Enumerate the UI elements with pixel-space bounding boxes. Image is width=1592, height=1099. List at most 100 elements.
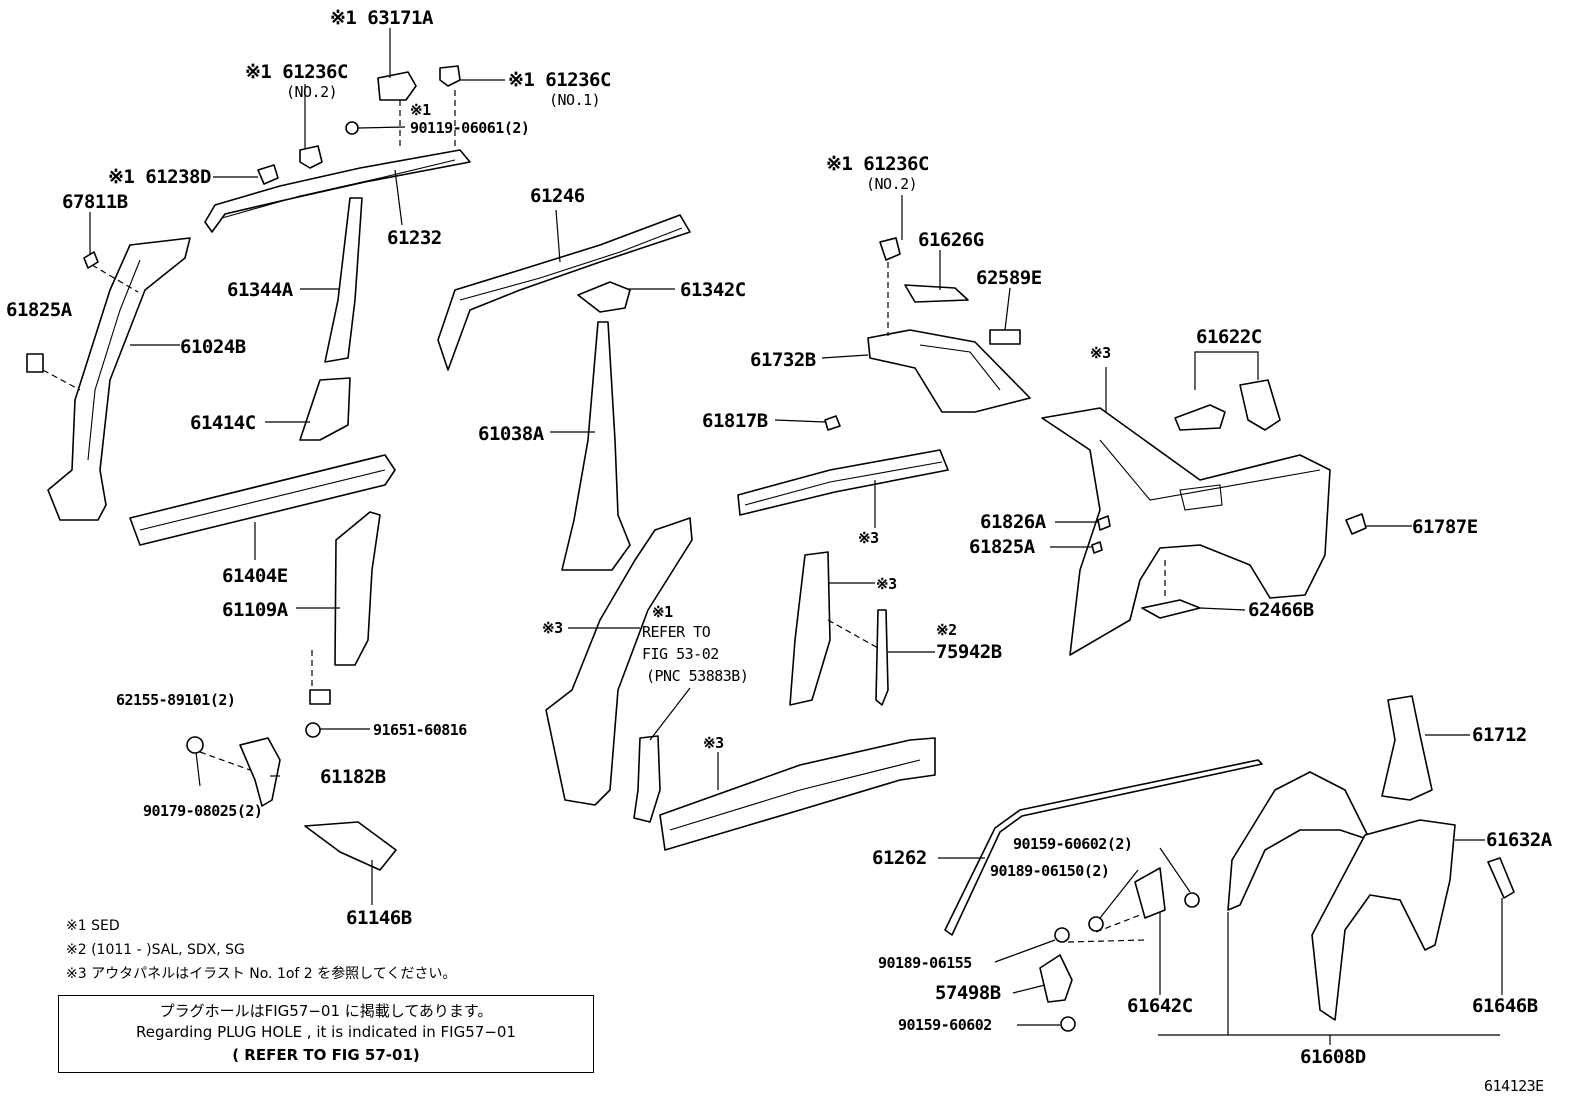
label-refer-3: (PNC 53883B) [646,667,749,685]
pad-61826A [1097,515,1111,531]
bolt-90159-a [1184,892,1200,908]
figure-id: 614123E [1484,1077,1544,1095]
front-pillar-61024B [47,237,191,521]
label-61608D: 61608D [1300,1046,1366,1068]
label-90159-b: 90159-60602 [898,1016,992,1034]
center-pillar-lower-61109A [334,511,381,666]
sealer-62466B [1141,599,1201,619]
label-refer-2: FIG 53-02 [642,645,719,663]
rocker-outer-x3 [659,737,936,851]
rail-x3 [737,449,949,516]
label-67811B: 67811B [62,191,128,213]
label-90159-a: 90159-60602(2) [1013,835,1133,853]
note-x1: ※1 SED [66,918,120,934]
label-61817B: 61817B [702,410,768,432]
bracket-63171A [377,71,417,101]
label-61024B: 61024B [180,336,246,358]
note-x3: ※3 アウタパネルはイラスト No. 1of 2 を参照してください。 [66,966,457,982]
dashed-guides [42,90,1166,943]
label-90119: 90119-06061(2) [410,119,530,137]
label-61622C: 61622C [1196,326,1262,348]
label-61236C-rear-sub: (NO.2) [866,175,918,193]
label-61236C-no2-sub: (NO.2) [286,83,338,101]
bracket-61626G [904,284,969,303]
wheelhouse-outer-61632A [1311,819,1456,1021]
label-61236C-no1: ※1 61236C [508,69,611,91]
label-61826A: 61826A [980,511,1046,533]
label-62155: 62155-89101(2) [116,691,236,709]
label-62466B: 62466B [1248,599,1314,621]
label-61642C: 61642C [1127,995,1193,1017]
c-pillar-x3 [789,551,831,706]
moulding-75942B [875,609,889,706]
label-61825A-right: 61825A [969,536,1035,558]
label-61262: 61262 [872,847,927,869]
label-75942B: 75942B [936,641,1002,663]
bolt-90119 [345,121,359,135]
rocker-inner-61404E [129,454,396,546]
plug-notice-line3: ( REFER TO FIG 57-01) [232,1046,420,1064]
label-61342C: 61342C [680,279,746,301]
plug-62155 [309,689,331,705]
label-61632A: 61632A [1486,829,1552,851]
label-61182B: 61182B [320,766,386,788]
label-61232: 61232 [387,227,442,249]
gusset-61622C-a [1174,404,1226,431]
brace-61414C [299,377,351,441]
label-61344A: 61344A [227,279,293,301]
label-61146B: 61146B [346,907,412,929]
bolt-90159-b [1060,1016,1076,1032]
label-x3-rail: ※3 [858,529,879,547]
label-x3-quarter: ※3 [1090,344,1111,362]
plug-notice-line2: Regarding PLUG HOLE , it is indicated in… [136,1023,516,1041]
bracket-61787E [1345,513,1367,535]
label-90189-b: 90189-06155 [878,954,972,972]
label-61414C: 61414C [190,412,256,434]
label-x3-sill: ※3 [703,734,724,752]
pad-61825A-left [26,353,44,373]
label-90189-a: 90189-06150(2) [990,862,1110,880]
pad-67811B [83,251,99,269]
nut-90179 [186,736,204,754]
label-61787E: 61787E [1412,516,1478,538]
pad-61646B [1487,857,1515,899]
label-61646B: 61646B [1472,995,1538,1017]
roof-side-rail-61232 [204,149,471,233]
label-refer-1: REFER TO [642,623,711,641]
label-61825A-left: 61825A [6,299,72,321]
label-90179: 90179-08025(2) [143,802,263,820]
bracket-61182B [239,737,281,807]
pad-62589E [989,329,1021,345]
bracket-61236C-no1 [439,65,461,87]
bracket-61146B [304,821,397,871]
bracket-61642C [1134,867,1166,919]
rear-wheelhouse-61732B [867,329,1031,413]
label-62589E: 62589E [976,267,1042,289]
plug-hole-notice: プラグホールはFIG57−01 に掲載してあります。 Regarding PLU… [58,995,594,1073]
bolt-91651 [305,722,321,738]
label-61732B: 61732B [750,349,816,371]
label-61236C-no2: ※1 61236C [245,61,348,83]
label-61246: 61246 [530,185,585,207]
label-61236C-rear: ※1 61236C [826,153,929,175]
label-91651: 91651-60816 [373,721,467,739]
label-61238D: ※1 61238D [108,166,211,188]
pillar-inner-61344A [324,197,363,363]
label-refer-mark: ※1 [652,603,673,621]
moulding-61262 [944,759,1263,936]
quarter-panel-x3 [1041,407,1331,656]
note-x2: ※2 (1011 - )SAL, SDX, SG [66,942,245,958]
bracket-61236C-no2-rear [879,237,901,261]
gusset-61622C-b [1239,379,1281,431]
pad-61825A-right [1091,541,1103,554]
label-x3-pillar: ※3 [542,619,563,637]
center-pillar-61038A [561,321,631,571]
label-61236C-no1-sub: (NO.1) [549,91,601,109]
label-61404E: 61404E [222,565,288,587]
clip-90189-b [1054,927,1070,943]
label-61712: 61712 [1472,724,1527,746]
label-61626G: 61626G [918,229,984,251]
label-63171A: ※1 63171A [330,7,433,29]
label-90119-mark: ※1 [410,101,431,119]
